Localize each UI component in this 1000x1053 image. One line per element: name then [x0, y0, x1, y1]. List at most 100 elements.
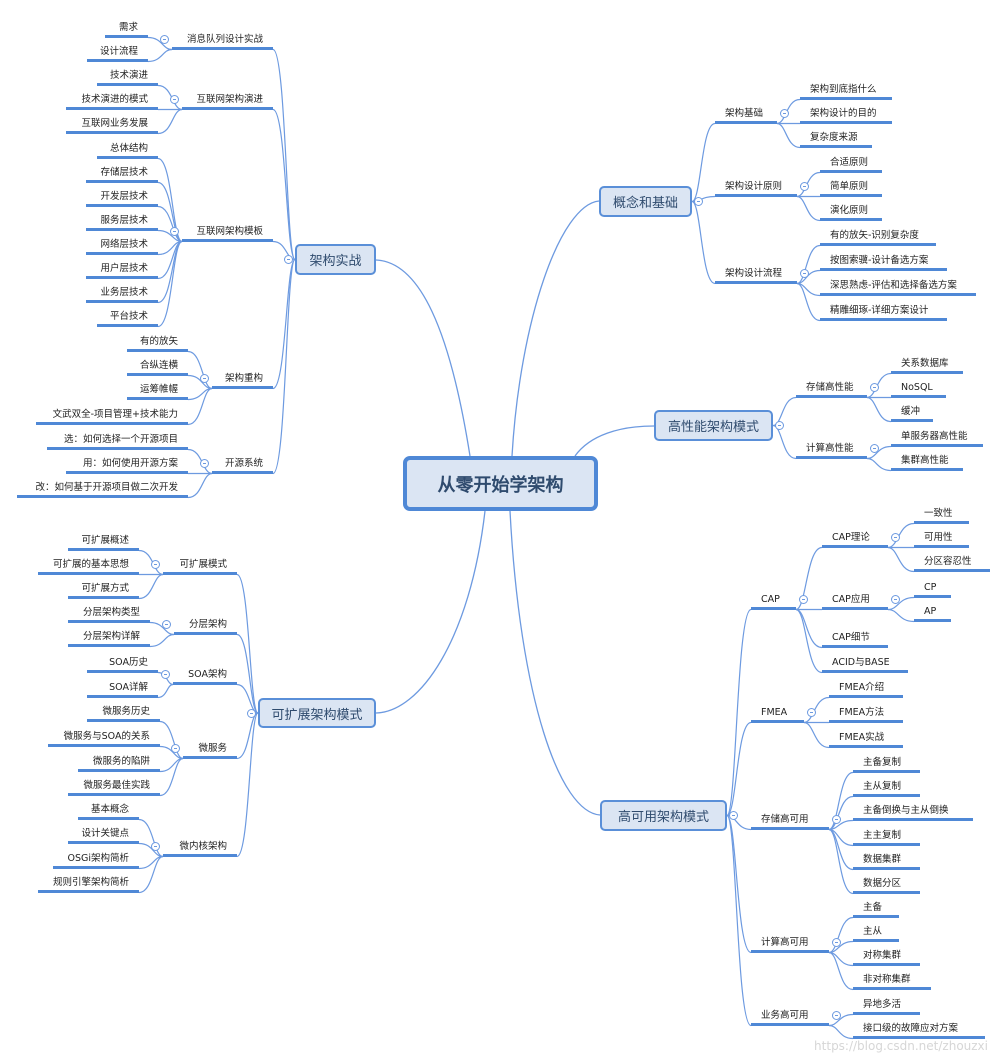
topic-node[interactable]: 架构设计的目的 [800, 106, 892, 124]
topic-node[interactable]: ACID与BASE [822, 655, 908, 673]
topic-node[interactable]: 架构设计流程 [715, 266, 797, 284]
collapse-toggle-icon[interactable] [170, 743, 180, 753]
topic-node[interactable]: 改：如何基于开源项目做二次开发 [17, 480, 188, 498]
topic-node[interactable]: 集群高性能 [891, 453, 963, 471]
topic-node[interactable]: 主备复制 [853, 755, 920, 773]
topic-node[interactable]: 平台技术 [97, 309, 158, 327]
topic-node[interactable]: 运筹帷幄 [127, 382, 188, 400]
topic-node[interactable]: 非对称集群 [853, 972, 931, 990]
topic-node[interactable]: 设计流程 [87, 44, 148, 62]
topic-node[interactable]: 开发层技术 [86, 189, 158, 207]
topic-node[interactable]: CAP [751, 592, 796, 610]
topic-node[interactable]: 精雕细琢-详细方案设计 [820, 303, 947, 321]
collapse-toggle-icon[interactable] [831, 1010, 841, 1020]
topic-node[interactable]: 分层架构 [174, 617, 237, 635]
collapse-toggle-icon[interactable] [199, 373, 209, 383]
topic-node[interactable]: 微服务最佳实践 [68, 778, 160, 796]
topic-node[interactable]: 微服务 [183, 741, 237, 759]
topic-node[interactable]: 消息队列设计实战 [172, 32, 273, 50]
collapse-toggle-icon[interactable] [693, 197, 703, 206]
collapse-toggle-icon[interactable] [160, 669, 170, 679]
collapse-toggle-icon[interactable] [159, 34, 169, 44]
topic-node[interactable]: 总体结构 [97, 141, 158, 159]
topic-node[interactable]: 单服务器高性能 [891, 429, 983, 447]
topic-node[interactable]: OSGi架构简析 [53, 851, 139, 869]
topic-node[interactable]: 可扩展的基本思想 [38, 557, 139, 575]
collapse-toggle-icon[interactable] [246, 708, 256, 718]
topic-node[interactable]: 分区容忍性 [914, 554, 990, 572]
collapse-toggle-icon[interactable] [728, 811, 738, 820]
collapse-toggle-icon[interactable] [199, 458, 209, 468]
topic-node[interactable]: 可用性 [914, 530, 969, 548]
topic-node[interactable]: 异地多活 [853, 997, 920, 1015]
topic-node[interactable]: 互联网架构模板 [182, 224, 273, 242]
topic-node[interactable]: CAP应用 [822, 592, 888, 610]
topic-node[interactable]: 有的放矢-识别复杂度 [820, 228, 936, 246]
topic-node[interactable]: 用户层技术 [86, 261, 158, 279]
topic-node[interactable]: 基本概念 [78, 802, 139, 820]
main-topic[interactable]: 高可用架构模式 [600, 800, 727, 831]
topic-node[interactable]: AP [914, 604, 951, 622]
topic-node[interactable]: 需求 [105, 20, 148, 38]
collapse-toggle-icon[interactable] [779, 108, 789, 118]
topic-node[interactable]: 互联网架构演进 [182, 92, 273, 110]
topic-node[interactable]: 复杂度来源 [800, 130, 872, 148]
topic-node[interactable]: 架构重构 [212, 371, 273, 389]
collapse-toggle-icon[interactable] [169, 94, 179, 104]
topic-node[interactable]: 架构设计原则 [715, 179, 797, 197]
collapse-toggle-icon[interactable] [150, 559, 160, 569]
topic-node[interactable]: 对称集群 [853, 948, 920, 966]
topic-node[interactable]: 数据分区 [853, 876, 920, 894]
topic-node[interactable]: 服务层技术 [86, 213, 158, 231]
collapse-toggle-icon[interactable] [283, 255, 293, 264]
collapse-toggle-icon[interactable] [806, 707, 816, 717]
collapse-toggle-icon[interactable] [831, 814, 841, 824]
collapse-toggle-icon[interactable] [169, 226, 179, 236]
topic-node[interactable]: 业务高可用 [751, 1008, 829, 1026]
collapse-toggle-icon[interactable] [161, 619, 171, 629]
topic-node[interactable]: 主备 [853, 900, 899, 918]
topic-node[interactable]: 技术演进的模式 [66, 92, 158, 110]
topic-node[interactable]: 简单原则 [820, 179, 882, 197]
topic-node[interactable]: 关系数据库 [891, 356, 963, 374]
topic-node[interactable]: 计算高性能 [796, 441, 867, 459]
topic-node[interactable]: 可扩展模式 [163, 557, 237, 575]
topic-node[interactable]: 规则引擎架构简析 [38, 875, 139, 893]
topic-node[interactable]: 分层架构类型 [68, 605, 150, 623]
topic-node[interactable]: SOA详解 [87, 680, 158, 698]
topic-node[interactable]: 缓冲 [891, 404, 933, 422]
topic-node[interactable]: 文武双全-项目管理+技术能力 [36, 407, 188, 425]
topic-node[interactable]: SOA架构 [173, 667, 237, 685]
topic-node[interactable]: 架构到底指什么 [800, 82, 892, 100]
collapse-toggle-icon[interactable] [869, 443, 879, 453]
topic-node[interactable]: FMEA方法 [829, 705, 903, 723]
topic-node[interactable]: 合适原则 [820, 155, 882, 173]
topic-node[interactable]: 互联网业务发展 [66, 116, 158, 134]
topic-node[interactable]: 主从 [853, 924, 899, 942]
main-topic[interactable]: 概念和基础 [599, 186, 692, 217]
topic-node[interactable]: 计算高可用 [751, 935, 829, 953]
topic-node[interactable]: 主主复制 [853, 828, 920, 846]
topic-node[interactable]: 存储层技术 [86, 165, 158, 183]
collapse-toggle-icon[interactable] [890, 532, 900, 542]
collapse-toggle-icon[interactable] [774, 421, 784, 430]
topic-node[interactable]: 存储高可用 [751, 812, 829, 830]
topic-node[interactable]: 可扩展概述 [68, 533, 139, 551]
topic-node[interactable]: CP [914, 580, 951, 598]
topic-node[interactable]: 一致性 [914, 506, 969, 524]
topic-node[interactable]: 分层架构详解 [68, 629, 150, 647]
topic-node[interactable]: 微服务与SOA的关系 [48, 729, 160, 747]
topic-node[interactable]: 演化原则 [820, 203, 882, 221]
topic-node[interactable]: 按图索骥-设计备选方案 [820, 253, 947, 271]
collapse-toggle-icon[interactable] [869, 382, 879, 392]
topic-node[interactable]: SOA历史 [87, 655, 158, 673]
topic-node[interactable]: 主备倒换与主从倒换 [853, 803, 973, 821]
topic-node[interactable]: 微服务历史 [87, 704, 160, 722]
topic-node[interactable]: 可扩展方式 [68, 581, 139, 599]
collapse-toggle-icon[interactable] [799, 181, 809, 191]
topic-node[interactable]: CAP理论 [822, 530, 888, 548]
main-topic[interactable]: 可扩展架构模式 [258, 698, 376, 728]
collapse-toggle-icon[interactable] [831, 937, 841, 947]
topic-node[interactable]: 选：如何选择一个开源项目 [47, 432, 188, 450]
topic-node[interactable]: 接口级的故障应对方案 [853, 1021, 985, 1039]
